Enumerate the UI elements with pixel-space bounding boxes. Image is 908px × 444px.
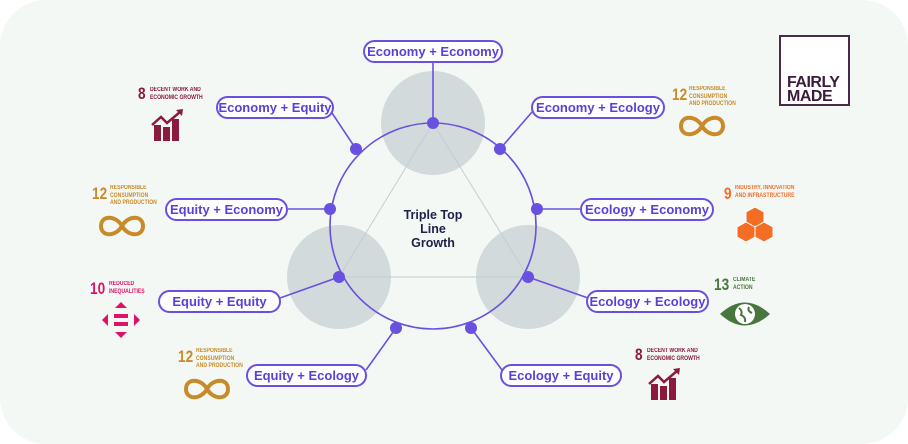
pill-equity-equity[interactable]: Equity + Equity [158,290,281,313]
connector-lines [279,62,589,371]
pill-economy-economy[interactable]: Economy + Economy [363,40,503,63]
pill-equity-ecology[interactable]: Equity + Ecology [246,364,367,387]
pill-economy-ecology[interactable]: Economy + Ecology [531,96,665,119]
center-title: Triple Top Line Growth [383,208,483,250]
center-title-line: Triple Top [403,208,463,222]
sdg-text: RESPONSIBLE CONSUMPTION AND PRODUCTION [110,185,157,206]
growth-chart-icon [151,109,183,141]
center-title-line: Growth [411,236,455,250]
sdg-number: 12 [92,184,108,203]
sdg-number: 8 [635,345,643,364]
infinity-icon [98,215,146,237]
infinity-icon [183,378,231,400]
inner-triangle [338,122,529,278]
fairly-made-logo: FAIRLY MADE [779,35,850,106]
center-title-line: Line [420,222,446,236]
infinity-icon [678,115,726,137]
sdg-text: RESPONSIBLE CONSUMPTION AND PRODUCTION [689,86,736,107]
ring-nodes [324,117,543,334]
pill-ecology-economy[interactable]: Ecology + Economy [580,198,714,221]
sdg-number: 12 [178,347,194,366]
eye-globe-icon [720,302,770,326]
sdg-number: 9 [724,184,732,203]
cubes-icon [736,206,774,243]
sdg-text: DECENT WORK AND ECONOMIC GROWTH [647,348,700,362]
sdg-text: RESPONSIBLE CONSUMPTION AND PRODUCTION [196,348,243,369]
equality-arrows-icon [102,302,140,338]
growth-chart-icon [648,368,680,400]
sdg-number: 8 [138,84,146,103]
sdg-number: 12 [672,85,688,104]
pill-ecology-equity[interactable]: Ecology + Equity [500,364,622,387]
sdg-text: REDUCED INEQUALITIES [109,281,145,295]
sdg-text: INDUSTRY, INNOVATION AND INFRASTRUCTURE [735,185,795,199]
sdg-number: 13 [714,275,730,294]
logo-line: FAIRLY [787,74,840,91]
sdg-text: DECENT WORK AND ECONOMIC GROWTH [150,87,203,101]
sdg-text: CLIMATE ACTION [733,277,756,291]
pill-equity-economy[interactable]: Equity + Economy [165,198,288,221]
pill-ecology-ecology[interactable]: Ecology + Ecology [586,290,709,313]
logo-line: MADE [787,88,833,105]
pill-economy-equity[interactable]: Economy + Equity [216,96,334,119]
sdg-number: 10 [90,279,106,298]
